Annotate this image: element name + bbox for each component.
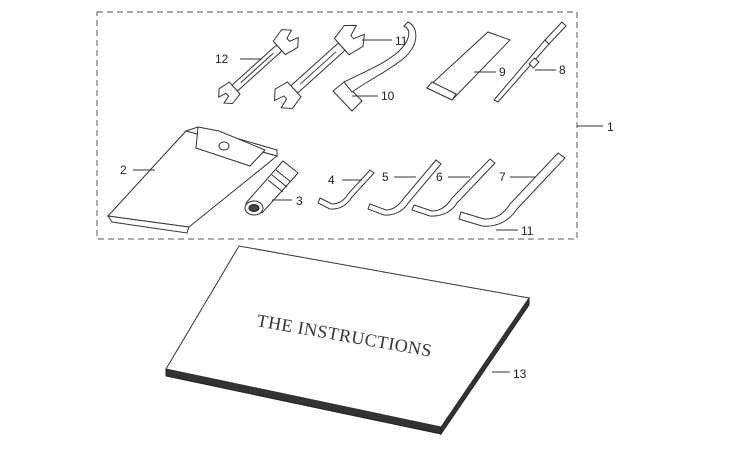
socket-wrench xyxy=(244,160,299,216)
callout-6: 6 xyxy=(436,170,443,184)
instruction-book: THE INSTRUCTIONS xyxy=(165,245,530,436)
callout-4: 4 xyxy=(328,173,335,187)
callout-3: 3 xyxy=(296,194,303,208)
callout-8: 8 xyxy=(559,63,566,77)
callout-1: 1 xyxy=(607,120,614,134)
callout-12: 12 xyxy=(215,52,229,66)
callout-7: 7 xyxy=(499,170,506,184)
callout-5: 5 xyxy=(382,170,389,184)
screwdriver xyxy=(493,21,567,103)
callout-2: 2 xyxy=(120,163,127,177)
double-wrench-large xyxy=(273,24,365,109)
hex-key-5 xyxy=(367,159,442,216)
hex-key-4 xyxy=(317,169,375,210)
callout-11-bottom: 11 xyxy=(521,224,534,238)
double-wrench-small xyxy=(218,29,299,105)
callout-9: 9 xyxy=(499,65,506,79)
callout-13: 13 xyxy=(513,367,527,381)
tool-sleeve xyxy=(426,31,511,101)
hook-spanner xyxy=(332,21,417,112)
callout-10: 10 xyxy=(381,89,395,103)
hex-key-7 xyxy=(458,152,566,227)
hex-key-6 xyxy=(411,158,496,217)
tool-pouch xyxy=(106,126,279,234)
